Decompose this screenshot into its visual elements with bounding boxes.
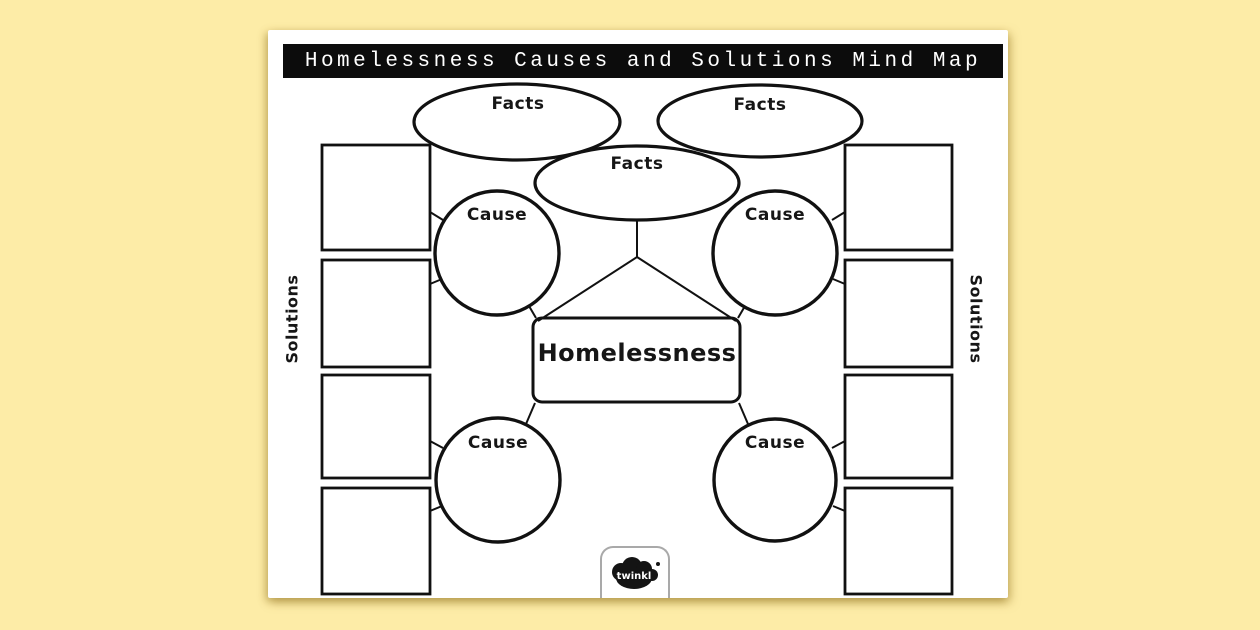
connector-line <box>832 278 846 285</box>
twinkl-logo-badge: twinkl <box>600 546 670 598</box>
connector-line <box>831 440 846 449</box>
solution-box-right-4 <box>843 486 954 596</box>
solution-box-left-3 <box>320 373 432 480</box>
page-title: Homelessness Causes and Solutions Mind M… <box>304 49 982 73</box>
cause-label-lower-left: Cause <box>467 433 529 453</box>
cause-label-upper-left: Cause <box>466 205 528 225</box>
solution-box-left-1 <box>320 143 432 252</box>
cause-circle-lower-left <box>434 416 562 544</box>
cause-label-lower-right: Cause <box>744 433 806 453</box>
connector-line <box>429 440 444 449</box>
connector-lines <box>429 211 846 512</box>
cause-circle-lower-right <box>712 417 838 543</box>
connector-line <box>537 256 638 322</box>
mindmap-diagram <box>320 82 954 596</box>
worksheet-page: Homelessness Causes and Solutions Mind M… <box>268 30 1008 598</box>
solutions-label-left: Solutions <box>282 274 302 364</box>
solution-box-left-4 <box>320 486 432 596</box>
cause-circle-upper-left <box>433 189 561 317</box>
connector-line <box>636 256 737 322</box>
facts-ellipse-center <box>533 144 741 222</box>
solution-box-left-2 <box>320 258 432 369</box>
facts-label-center: Facts <box>610 154 664 174</box>
center-topic-label: Homelessness <box>537 339 737 367</box>
solution-box-right-1 <box>843 143 954 252</box>
center-topic-box <box>531 316 742 404</box>
connector-line <box>525 402 536 425</box>
facts-label-top-right: Facts <box>733 95 787 115</box>
solution-box-right-2 <box>843 258 954 369</box>
cause-circle-upper-right <box>711 189 839 317</box>
connector-line <box>528 305 537 319</box>
connector-line <box>429 505 443 512</box>
connector-line <box>832 505 846 512</box>
facts-ellipse-top-left <box>412 82 622 162</box>
connector-line <box>429 211 444 221</box>
connector-line <box>738 402 749 425</box>
title-bar: Homelessness Causes and Solutions Mind M… <box>283 44 1003 78</box>
facts-ellipse-top-right <box>656 83 864 159</box>
connector-line <box>831 211 846 221</box>
twinkl-cloud-icon: twinkl <box>612 557 660 589</box>
cause-label-upper-right: Cause <box>744 205 806 225</box>
twinkl-logo-text: twinkl <box>617 571 652 582</box>
solutions-label-right: Solutions <box>966 274 986 364</box>
solution-box-right-3 <box>843 373 954 480</box>
facts-label-top-left: Facts <box>491 94 545 114</box>
